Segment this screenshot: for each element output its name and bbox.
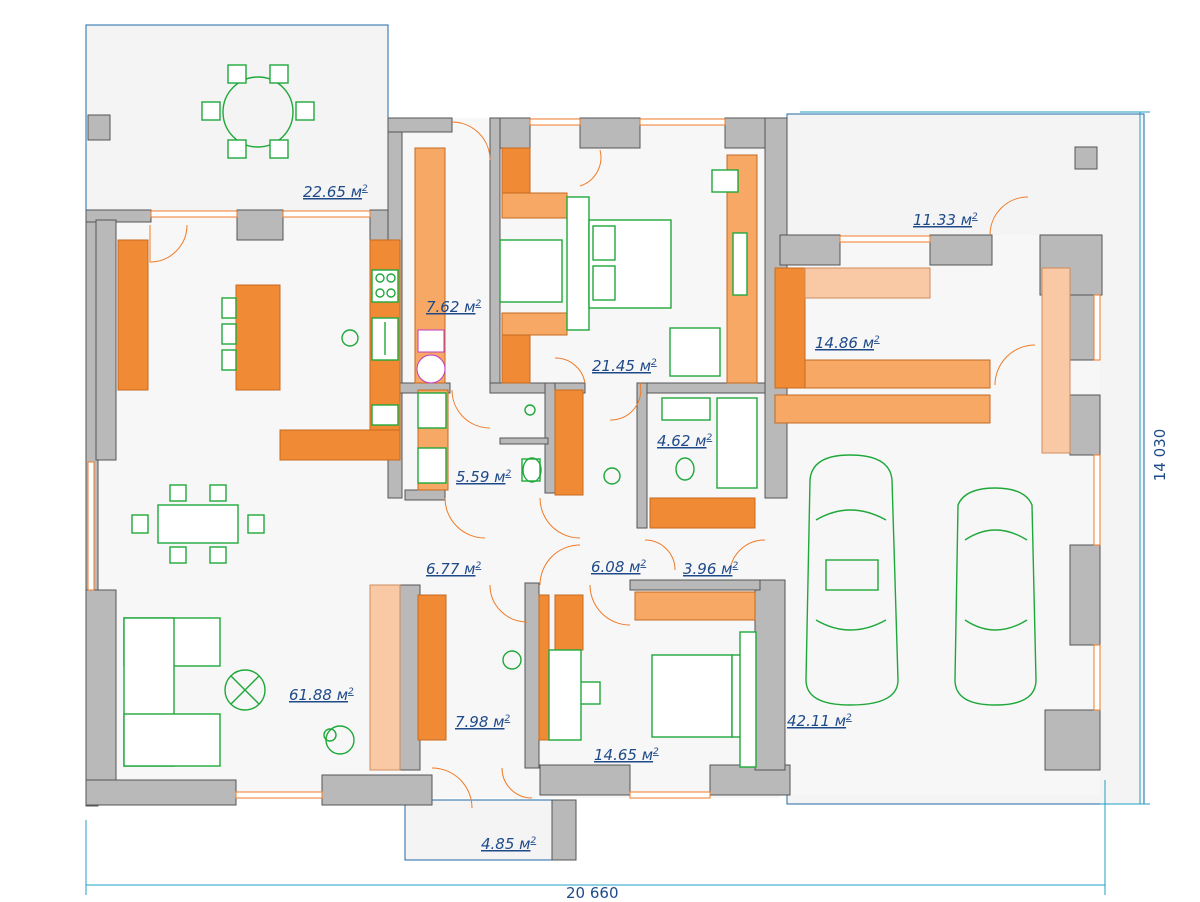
area-label-entrance: 7.98 м2 bbox=[455, 713, 510, 731]
area-label-garage: 42.11 м2 bbox=[787, 712, 852, 730]
car-1 bbox=[805, 454, 899, 706]
kitchen bbox=[371, 269, 447, 484]
area-label-porch-garage: 11.33 м2 bbox=[913, 211, 978, 229]
area-label-bedroom-2: 14.65 м2 bbox=[594, 746, 659, 764]
person-icons bbox=[341, 329, 621, 670]
area-label-wc: 5.59 м2 bbox=[456, 468, 511, 486]
entrance-porch-slab bbox=[404, 799, 576, 861]
car-2 bbox=[954, 487, 1037, 706]
sofa bbox=[123, 617, 355, 767]
dimension-lines bbox=[85, 111, 1150, 895]
interior-walls bbox=[399, 117, 766, 769]
bathroom-fixtures bbox=[521, 397, 758, 489]
area-label-corridor: 7.62 м2 bbox=[426, 298, 481, 316]
top-terrace bbox=[85, 24, 389, 214]
bedroom-2-furniture bbox=[548, 631, 757, 768]
area-label-hall-2: 6.08 м2 bbox=[591, 558, 646, 576]
doors bbox=[149, 121, 1036, 809]
outdoor-table bbox=[201, 64, 315, 159]
bedroom-1-furniture bbox=[499, 169, 748, 377]
area-label-storage-garage: 14.86 м2 bbox=[815, 334, 880, 352]
bar-stools bbox=[221, 297, 237, 371]
windows bbox=[87, 118, 1101, 799]
area-label-bathroom: 4.62 м2 bbox=[657, 432, 712, 450]
area-label-terrace-top: 22.65 м2 bbox=[303, 183, 368, 201]
area-label-entrance-porch: 4.85 м2 bbox=[481, 835, 536, 853]
area-label-bedroom-1: 21.45 м2 bbox=[592, 357, 657, 375]
area-label-hall-3: 3.96 м2 bbox=[683, 560, 738, 578]
height-dimension: 14 030 bbox=[1151, 429, 1169, 482]
dining-set bbox=[131, 484, 265, 564]
area-labels: 22.65 м2 7.62 м2 21.45 м2 11.33 м2 14.86… bbox=[289, 183, 978, 853]
area-label-hall-1: 6.77 м2 bbox=[426, 560, 481, 578]
width-dimension: 20 660 bbox=[566, 884, 619, 902]
area-label-living-room: 61.88 м2 bbox=[289, 686, 354, 704]
